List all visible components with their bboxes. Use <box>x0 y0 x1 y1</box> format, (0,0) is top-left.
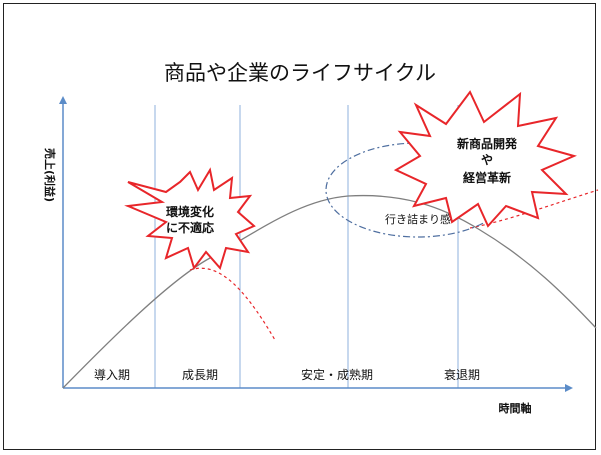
burst-right-shape <box>393 90 577 228</box>
stage-decline: 衰退期 <box>444 367 480 382</box>
stall-label: 行き詰まり感 <box>385 212 451 226</box>
stage-growth: 成長期 <box>182 368 218 382</box>
renewal-dashed-path <box>469 189 599 229</box>
diagram-frame <box>3 3 596 450</box>
x-axis-arrow <box>565 384 573 392</box>
burst-right-line-1: 新商品開発 <box>457 136 518 151</box>
failure-dashed-path <box>189 267 276 341</box>
burst-right-line-3: 経営革新 <box>463 170 511 185</box>
lifecycle-curve <box>62 194 597 389</box>
burst-right-line-2: や <box>481 153 493 167</box>
stage-maturity: 安定・成熟期 <box>301 367 373 382</box>
y-axis-label: 売上(利益) <box>43 148 57 202</box>
x-axis-label: 時間軸 <box>499 401 532 415</box>
burst-left-line-1: 環境変化 <box>166 204 214 219</box>
stage-introduction: 導入期 <box>94 368 130 382</box>
burst-left-line-2: に不適応 <box>166 220 214 235</box>
y-axis-arrow <box>59 96 67 104</box>
burst-left-shape <box>124 167 256 271</box>
diagram-title: 商品や企業のライフサイクル <box>164 61 436 85</box>
